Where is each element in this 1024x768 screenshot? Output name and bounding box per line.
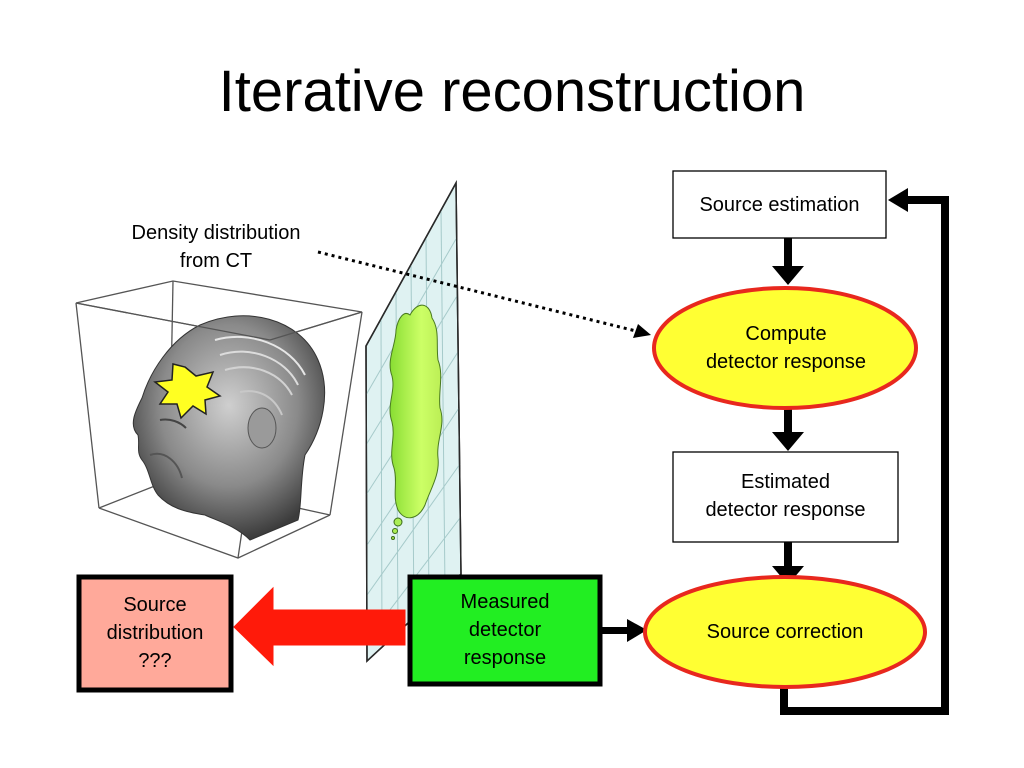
source-distribution-label: Source distribution ??? — [79, 591, 231, 675]
ct-density-dotted-arrow — [317, 250, 651, 338]
measured-response-box — [407, 574, 603, 687]
measured-response-line1: Measured — [460, 591, 550, 613]
compute-response-ellipse — [652, 286, 918, 410]
measured-response-label: Measured detector response — [410, 588, 600, 672]
flow-arrow-2 — [772, 408, 804, 451]
feedback-loop-arrow — [780, 188, 949, 715]
source-distribution-line2: distribution — [106, 622, 204, 644]
source-estimation-box — [672, 170, 887, 239]
measured-to-correction-arrow — [601, 619, 647, 642]
ct-annotation-line2: from CT — [179, 250, 253, 272]
flow-arrow-1 — [772, 238, 804, 285]
estimated-response-label: Estimated detector response — [673, 468, 898, 524]
source-estimation-label: Source estimation — [699, 194, 860, 216]
slide-title: Iterative reconstruction — [218, 59, 806, 124]
estimated-response-line1: Estimated — [741, 471, 830, 493]
ct-annotation: Density distribution from CT — [96, 219, 336, 275]
compute-response-line2: detector response — [705, 351, 867, 373]
source-star-icon — [153, 363, 222, 420]
estimated-response-box — [672, 451, 899, 543]
projection-blob — [389, 304, 443, 519]
source-distribution-line3: ??? — [138, 650, 172, 672]
detector-plane — [365, 180, 462, 663]
estimated-response-line2: detector response — [705, 499, 866, 521]
measured-response-line2: detector — [468, 619, 542, 641]
compute-response-line1: Compute — [745, 323, 827, 345]
source-distribution-box — [76, 574, 234, 693]
source-correction-ellipse — [643, 575, 927, 689]
source-correction-label: Source correction — [706, 621, 864, 643]
compute-response-label: Compute detector response — [655, 320, 917, 376]
big-red-arrow — [233, 586, 406, 667]
ct-annotation-line1: Density distribution — [131, 222, 301, 244]
head-volume — [75, 280, 363, 559]
source-distribution-line1: Source — [123, 594, 187, 616]
measured-response-line3: response — [463, 647, 547, 669]
head-image — [132, 315, 326, 541]
